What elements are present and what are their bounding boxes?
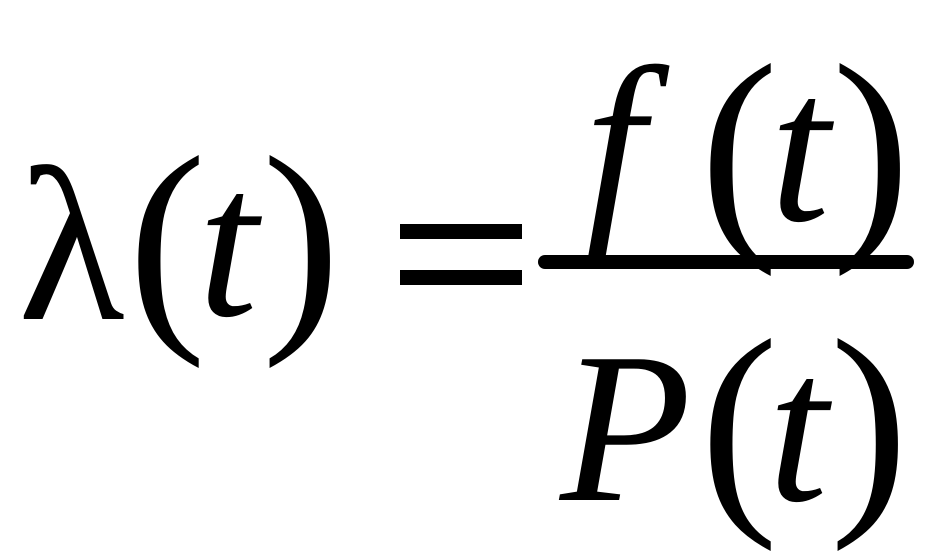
hazard-rate-formula: λ ( t ) f ( t ) P ( t ) <box>18 17 914 547</box>
denominator-close-paren: ) <box>830 292 909 552</box>
equals-bar-bottom <box>400 270 522 285</box>
equals-bar-top <box>400 224 522 239</box>
numerator-open-paren: ( <box>700 17 779 277</box>
denominator-open-paren: ( <box>700 292 779 552</box>
lhs-variable-t: t <box>198 123 258 362</box>
lhs-close-paren: ) <box>262 109 341 369</box>
fraction-bar <box>538 255 914 269</box>
numerator-variable-t: t <box>770 28 830 267</box>
lhs-open-paren: ( <box>128 109 207 369</box>
denominator-variable-t: t <box>768 308 828 547</box>
denominator-function-p: P <box>560 308 692 547</box>
numerator-close-paren: ) <box>832 17 911 277</box>
numerator-function-f: f <box>585 23 645 262</box>
lambda-symbol: λ <box>18 123 125 367</box>
